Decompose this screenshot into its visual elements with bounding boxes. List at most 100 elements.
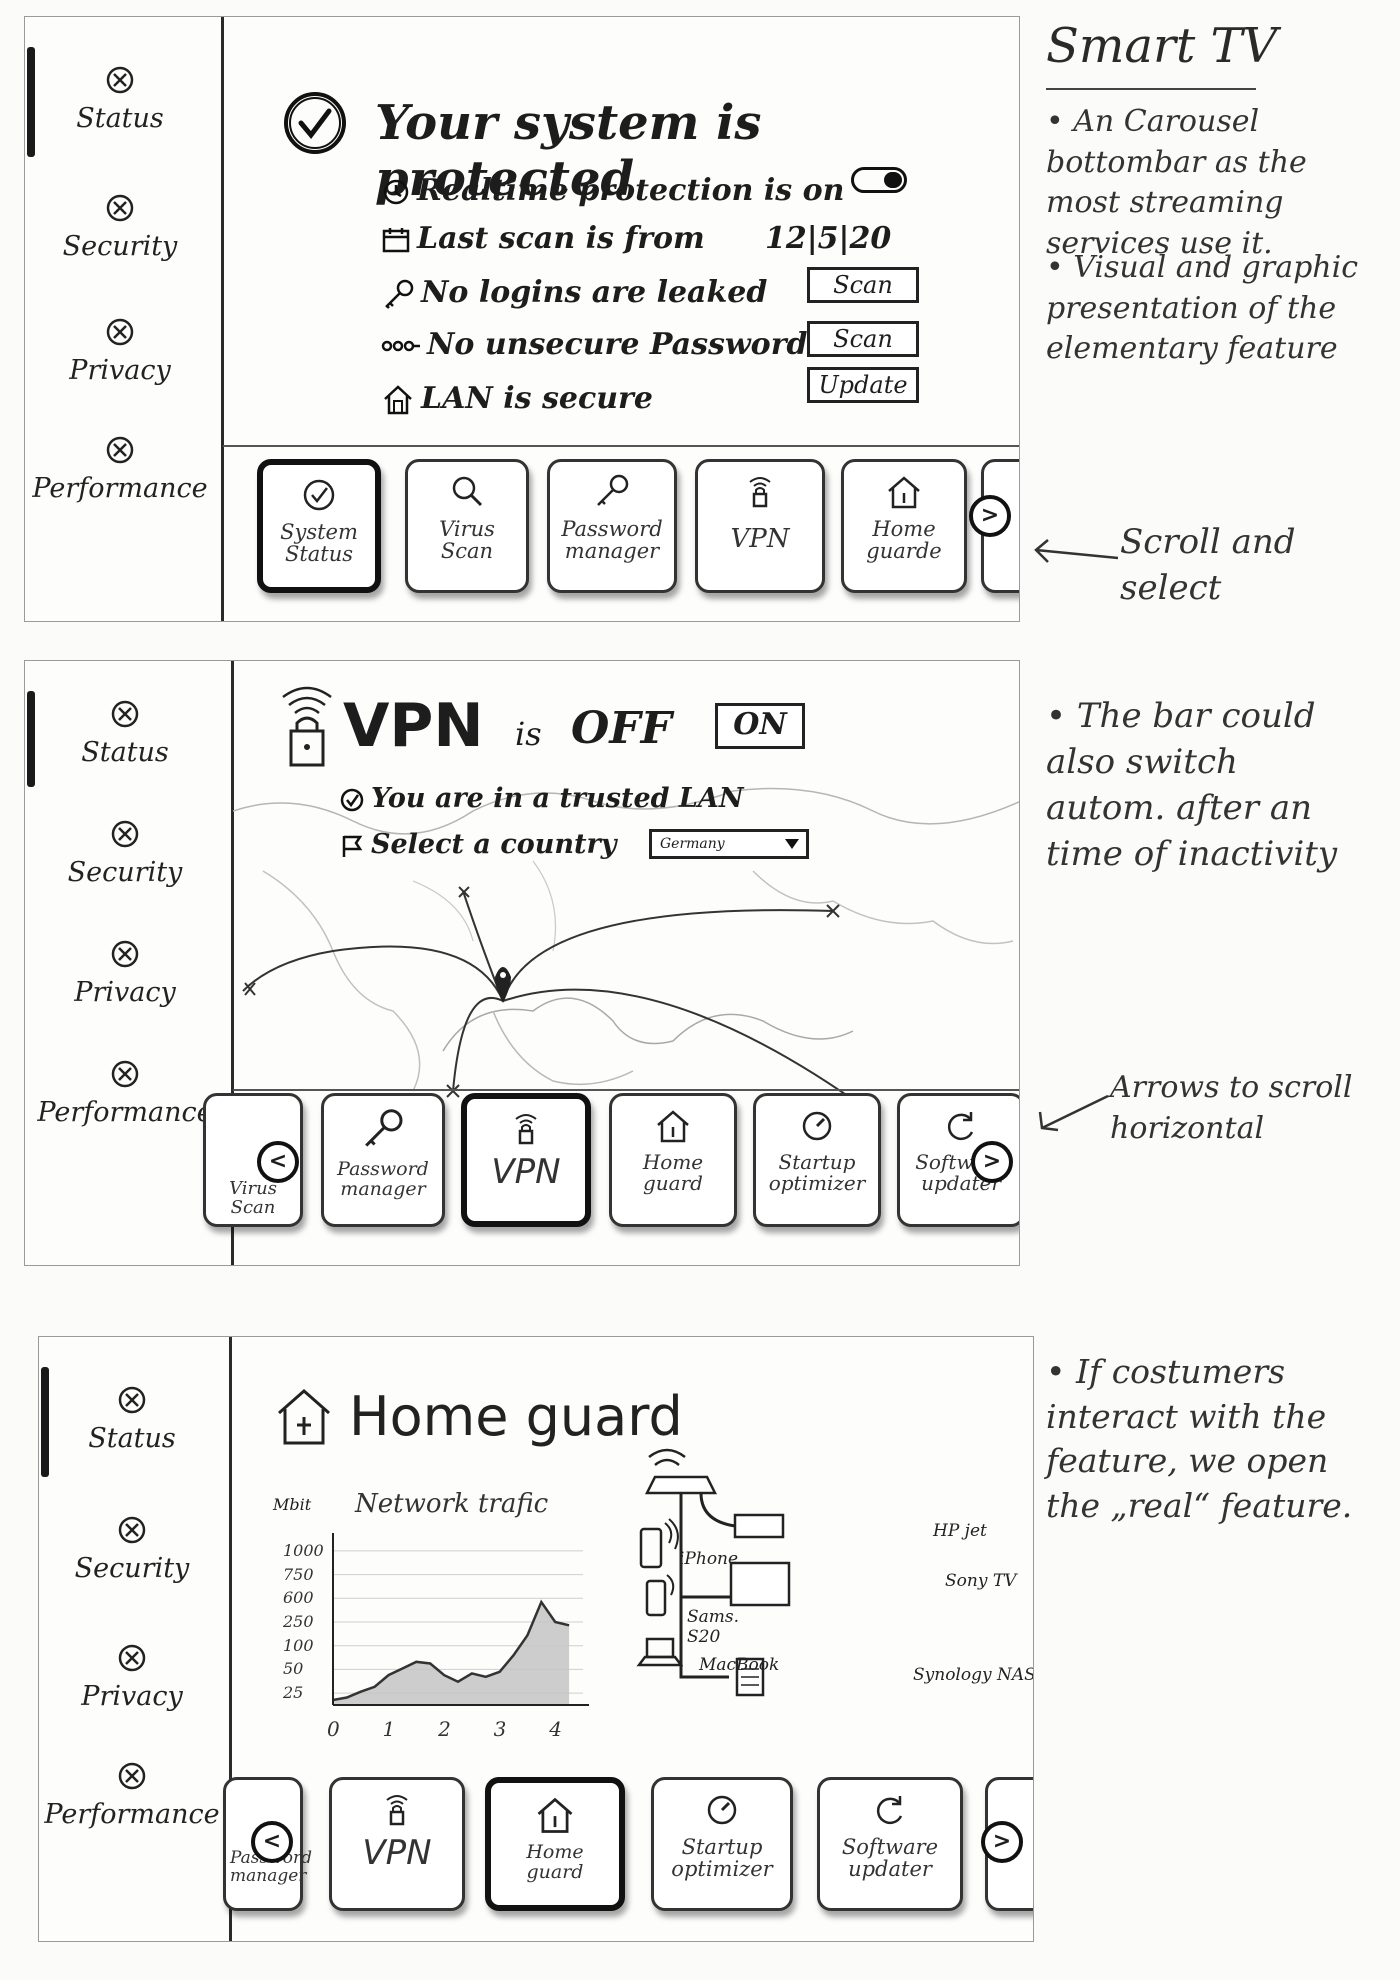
note-scroll-select: Scroll and select xyxy=(1120,522,1296,608)
carousel-card-vpn[interactable]: VPN xyxy=(695,459,825,593)
row-text: No unsecure Passwords xyxy=(427,327,825,362)
sidebar-item-security[interactable]: Security xyxy=(39,1515,225,1584)
card-label: VPN xyxy=(730,524,790,554)
house-icon xyxy=(537,1797,573,1833)
wifi-lock-icon xyxy=(515,1114,537,1145)
carousel-card-home-guard[interactable]: Home guarde xyxy=(841,459,967,593)
trusted-lan-row: You are in a trusted LAN xyxy=(339,783,744,814)
carousel-next-button[interactable]: > xyxy=(969,495,1011,537)
carousel-next-button[interactable]: > xyxy=(971,1141,1013,1183)
row-text: No logins are leaked xyxy=(421,275,768,310)
sidebar-item-security[interactable]: Security xyxy=(25,819,225,888)
card-label: Startup optimizer xyxy=(671,1835,773,1882)
row-text: Select a country xyxy=(371,829,617,860)
card-label: Home guard xyxy=(526,1841,584,1883)
vpn-state: OFF xyxy=(571,703,672,754)
sidebar-item-privacy[interactable]: Privacy xyxy=(25,317,215,386)
device-label: HP jet xyxy=(933,1521,987,1541)
carousel-card-startup-optimizer[interactable]: Startup optimizer xyxy=(753,1093,881,1227)
sidebar-item-performance[interactable]: Performance xyxy=(25,435,215,504)
key-icon xyxy=(365,1109,403,1147)
carousel-card-system-status[interactable]: System Status xyxy=(257,459,381,593)
carousel-card-password-manager[interactable]: Password manager xyxy=(321,1093,445,1227)
network-traffic-chart xyxy=(332,1533,589,1706)
card-label: Home guard xyxy=(642,1150,704,1195)
chart-area xyxy=(333,1602,570,1705)
chart-x-tick-label: 2 xyxy=(438,1717,451,1741)
vpn-title: VPN xyxy=(343,691,484,761)
status-row-lan: LAN is secure xyxy=(381,381,653,417)
feature-carousel: Virus Scan Password manager VPN Home gua… xyxy=(25,1079,1019,1249)
password-dots-icon xyxy=(381,340,420,352)
status-row-logins: No logins are leaked xyxy=(381,275,767,310)
carousel-prev-button[interactable]: < xyxy=(257,1141,299,1183)
clock-icon xyxy=(383,179,409,205)
check-circle-icon xyxy=(303,479,335,511)
scan-passwords-button[interactable]: Scan xyxy=(807,321,919,357)
panel-system-status: Status Security Privacy Performance Your… xyxy=(24,16,1020,622)
carousel-card-home-guard[interactable]: Home guard xyxy=(609,1093,737,1227)
carousel-card-vpn[interactable]: VPN xyxy=(461,1093,591,1227)
status-row-realtime: Realtime protection is on xyxy=(381,173,844,208)
card-label: VPN xyxy=(362,1833,432,1873)
sidebar-item-label: Performance xyxy=(44,1799,220,1830)
device-label: MacBook xyxy=(699,1655,780,1675)
page-title: Your system is protected xyxy=(375,95,762,207)
carousel-card-virus-scan[interactable]: Virus Scan xyxy=(405,459,529,593)
sidebar-item-status[interactable]: Status xyxy=(25,699,225,768)
chart-series-line xyxy=(332,1599,570,1702)
circle-x-icon xyxy=(118,1516,146,1544)
card-label: System Status xyxy=(280,520,358,567)
sidebar-item-performance[interactable]: Performance xyxy=(39,1761,225,1830)
card-label: Virus Scan xyxy=(229,1178,277,1218)
annotation-arrow xyxy=(1034,539,1119,563)
carousel-card-startup-optimizer[interactable]: Startup optimizer xyxy=(651,1777,793,1911)
sidebar-item-status[interactable]: Status xyxy=(39,1385,225,1454)
dropdown-arrow-icon xyxy=(785,839,799,849)
status-row-passwords: No unsecure Passwords xyxy=(381,327,824,362)
sidebar-item-label: Security xyxy=(74,1553,190,1584)
note-visual: • Visual and graphic presentation of the… xyxy=(1046,250,1358,366)
row-text: LAN is secure xyxy=(421,381,653,416)
circle-x-icon xyxy=(111,1060,139,1088)
panel-vpn: Status Security Privacy Performance xyxy=(24,660,1020,1266)
house-icon xyxy=(888,476,920,509)
sidebar-item-label: Status xyxy=(88,1423,176,1454)
sidebar-item-performance[interactable]: Performance xyxy=(25,1059,225,1128)
row-text: You are in a trusted LAN xyxy=(371,783,744,814)
sidebar-divider xyxy=(229,1337,232,1941)
network-diagram xyxy=(644,1448,791,1697)
toggle-knob xyxy=(884,172,902,188)
panel-home-guard: Status Security Privacy Performance Home… xyxy=(38,1336,1034,1942)
sidebar-item-security[interactable]: Security xyxy=(25,193,215,262)
sidebar-divider xyxy=(221,17,224,621)
note-autoswitch: • The bar could also switch autom. after… xyxy=(1046,696,1338,874)
realtime-toggle[interactable] xyxy=(851,167,907,193)
carousel-card-vpn[interactable]: VPN xyxy=(329,1777,465,1911)
carousel-card-home-guard[interactable]: Home guard xyxy=(485,1777,625,1911)
feature-carousel: System Status Virus Scan Password manage… xyxy=(25,445,1019,615)
card-label: VPN xyxy=(491,1152,561,1192)
carousel-prev-button[interactable]: < xyxy=(251,1821,293,1863)
carousel-top-line xyxy=(223,445,1019,447)
carousel-next-button[interactable]: > xyxy=(981,1821,1023,1863)
refresh-icon xyxy=(947,1112,974,1141)
sidebar-item-status[interactable]: Status xyxy=(25,65,215,134)
world-map xyxy=(233,787,1019,1111)
sidebar-item-privacy[interactable]: Privacy xyxy=(25,939,225,1008)
scan-logins-button[interactable]: Scan xyxy=(807,267,919,303)
carousel-top-line xyxy=(233,1089,1019,1091)
circle-x-icon xyxy=(111,820,139,848)
sidebar-item-privacy[interactable]: Privacy xyxy=(39,1643,225,1712)
chart-y-tick-label: 750 xyxy=(283,1564,314,1584)
sidebar-item-label: Privacy xyxy=(74,977,176,1008)
carousel-card-software-updater[interactable]: Software updater xyxy=(817,1777,963,1911)
update-lan-button[interactable]: Update xyxy=(807,367,919,403)
sidebar-item-label: Performance xyxy=(32,473,208,504)
card-label: Software updater xyxy=(841,1835,939,1882)
chart-x-tick-label: 1 xyxy=(382,1717,396,1741)
chart-x-tick-label: 4 xyxy=(549,1717,562,1741)
carousel-card-password-manager[interactable]: Password manager xyxy=(547,459,677,593)
vpn-on-button[interactable]: ON xyxy=(715,703,805,749)
country-select[interactable]: Germany xyxy=(649,829,809,859)
